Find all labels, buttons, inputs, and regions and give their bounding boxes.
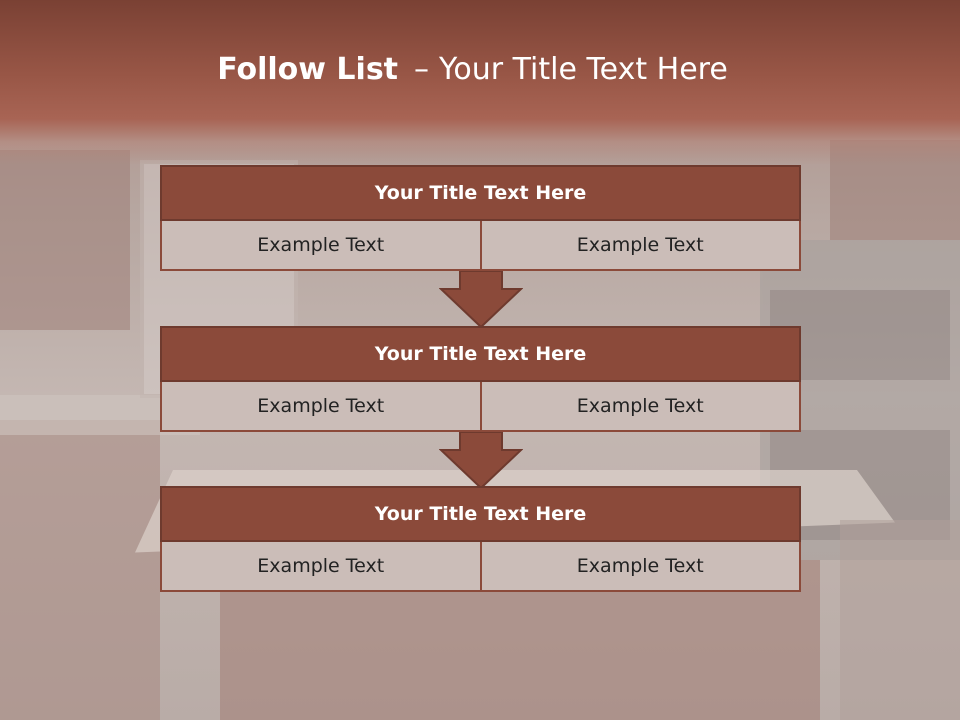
- block-cell-left: Example Text: [160, 382, 482, 432]
- block-cell-left: Example Text: [160, 221, 482, 271]
- list-block: Your Title Text Here Example Text Exampl…: [160, 326, 801, 432]
- background-cabinet: [0, 150, 130, 330]
- slide-title: Follow List–Your Title Text Here: [0, 52, 945, 87]
- background-cabinet: [840, 520, 960, 720]
- block-cell-right: Example Text: [481, 382, 801, 432]
- background-cabinet: [0, 420, 160, 720]
- slide-title-separator: –: [414, 52, 430, 87]
- slide-title-bold: Follow List: [217, 52, 399, 87]
- block-cell-right: Example Text: [481, 221, 801, 271]
- title-bar: [0, 0, 960, 165]
- block-row: Example Text Example Text: [160, 221, 801, 271]
- list-block: Your Title Text Here Example Text Exampl…: [160, 165, 801, 271]
- block-title: Your Title Text Here: [160, 486, 801, 542]
- block-title: Your Title Text Here: [160, 165, 801, 221]
- list-block: Your Title Text Here Example Text Exampl…: [160, 486, 801, 592]
- block-title: Your Title Text Here: [160, 326, 801, 382]
- slide-title-rest: Your Title Text Here: [439, 52, 728, 87]
- block-row: Example Text Example Text: [160, 382, 801, 432]
- block-cell-left: Example Text: [160, 542, 482, 592]
- block-cell-right: Example Text: [481, 542, 801, 592]
- block-row: Example Text Example Text: [160, 542, 801, 592]
